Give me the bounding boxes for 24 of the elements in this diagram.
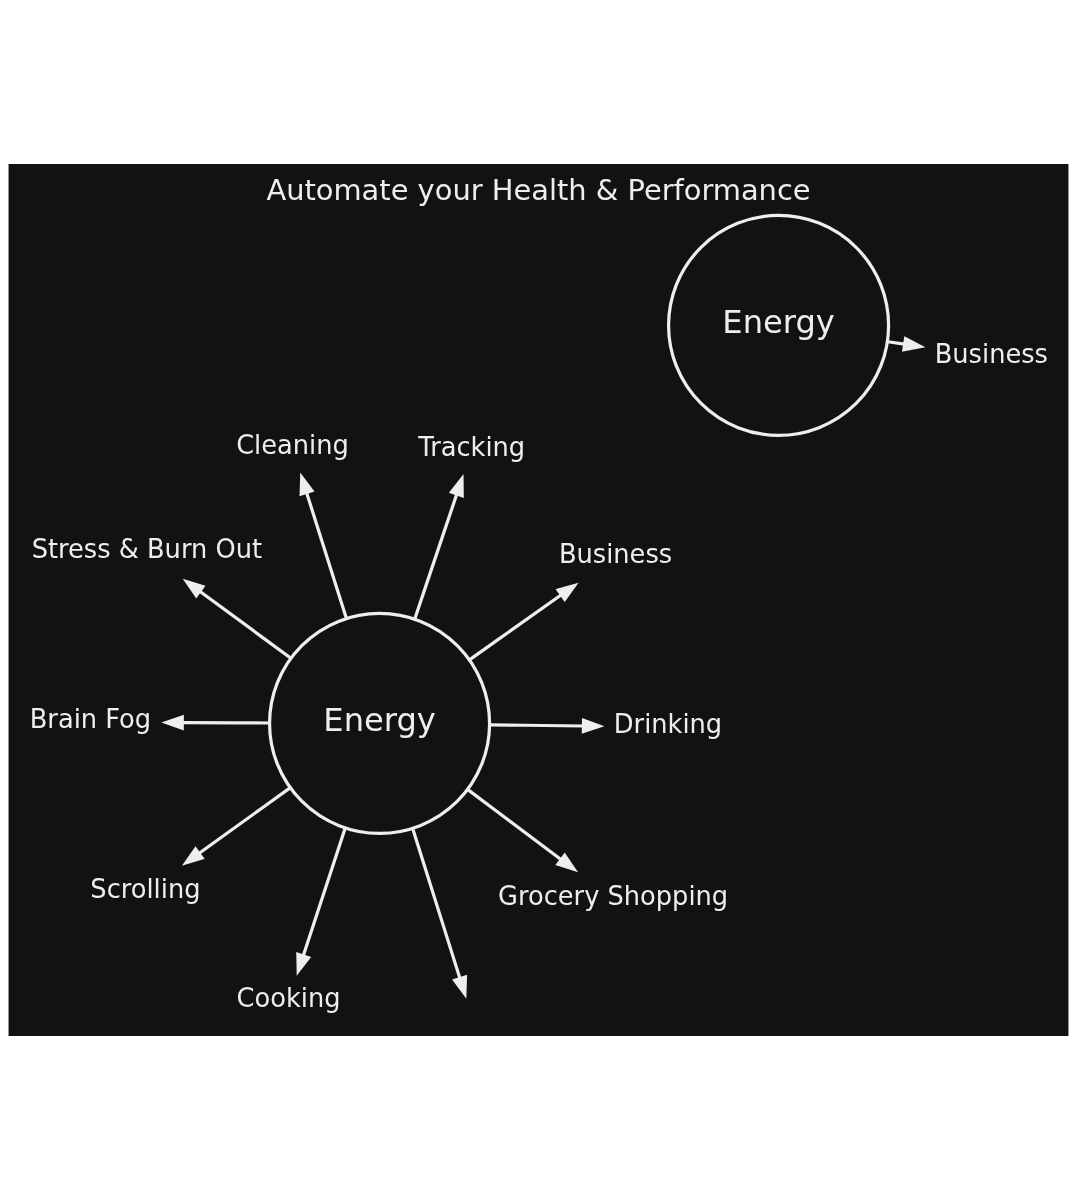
node-text: Stress & Burn Out [31,534,263,565]
arrow [887,336,926,352]
arrow [468,582,579,662]
node-circle: Energy [666,213,891,437]
node-text: Grocery Shopping [498,880,729,911]
arrow [413,474,464,620]
node-circle: Energy [267,611,492,836]
arrow [182,578,292,660]
node-text: Business [558,538,673,569]
arrow [299,472,348,620]
node-text: Cleaning [236,430,349,461]
arrow [296,827,347,976]
node-text: Drinking [613,709,723,740]
arrow [466,788,579,873]
arrow [411,828,468,999]
diagram-title: Automate your Health & Performance [266,172,811,207]
node-text: Cooking [236,982,341,1013]
arrow [489,718,605,734]
node-text: Tracking [418,431,526,462]
node-text: Scrolling [90,874,201,905]
node-text: Brain Fog [29,704,152,735]
node-text: Business [934,339,1049,370]
arrow [161,714,270,731]
arrow [181,786,291,866]
